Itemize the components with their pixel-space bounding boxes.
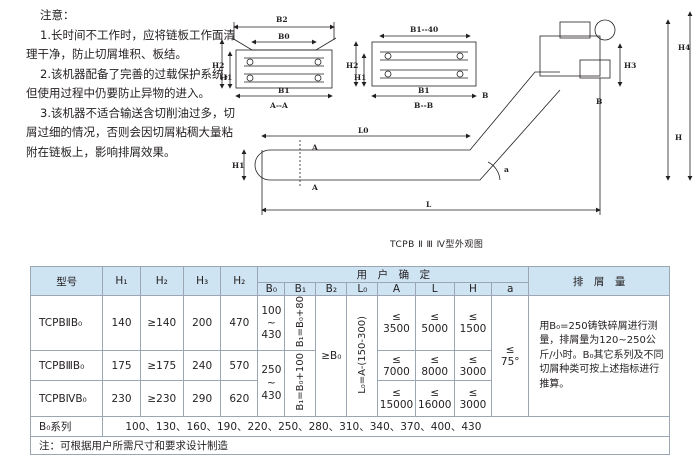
section-bb-label: B--B <box>414 101 433 110</box>
header-model: 型号 <box>29 266 104 296</box>
dim-b1-bb: B1 <box>418 86 430 95</box>
h3-cell: 290 <box>183 380 222 418</box>
l-cell: ≤ 16000 <box>414 380 455 418</box>
dim-h: H <box>675 133 682 142</box>
section-aa-label: A--A <box>269 101 288 110</box>
output-cell: 用B₀=250铸铁碎屑进行测量，排屑量为120~250公斤/小时。B₀其它系列及… <box>528 294 670 418</box>
notes-title: 注意： <box>40 8 75 22</box>
h2-cell: ≥230 <box>139 380 185 418</box>
table-row: TCPBⅢB₀ 175 ≥175 240 570 250 ~ 430 B₁=B₀… <box>29 350 670 418</box>
dim-h2-aa: H2 <box>212 61 224 70</box>
header-b2: B₂ <box>315 282 348 296</box>
dim-l: L <box>426 200 432 209</box>
h1-cell: 230 <box>102 380 141 418</box>
header-l: L <box>414 282 455 296</box>
a-cell: ≤ 7000 <box>377 350 416 382</box>
header-angle: a <box>491 282 530 296</box>
l0-formula: L₀=A-(150-300) <box>356 315 368 394</box>
conveyor-drawing: B2 B0 H2 H1 B1 A--A B1--40 H2 H1 B1 B--B… <box>212 11 693 215</box>
dim-l0: L0 <box>358 126 369 135</box>
h4-cell: 570 <box>220 350 259 382</box>
section-bb <box>353 33 477 99</box>
b1-cell-top: B₁=B₀+80 <box>284 294 317 352</box>
h1-cell: 175 <box>102 350 141 382</box>
h4-cell: 470 <box>220 294 259 352</box>
header-h3: H₃ <box>183 266 222 296</box>
section-aa <box>219 22 337 99</box>
footnote: 注：可根据用户所需尺寸和要求设计制造 <box>30 436 670 456</box>
dim-h1-bb: H1 <box>354 73 366 82</box>
h-cell: ≤ 3000 <box>453 350 493 382</box>
dim-h3: H3 <box>624 61 636 70</box>
b1-formula-bottom: B₁=B₀+100 <box>294 353 306 412</box>
header-user-defined: 用 户 确 定 <box>257 266 530 283</box>
h1-cell: 140 <box>102 294 141 352</box>
series-values: 100、130、160、190、220、250、280、310、340、370、… <box>102 416 670 438</box>
b1-formula-top: B₁=B₀+80 <box>294 296 306 348</box>
l0-cell: L₀=A-(150-300) <box>346 294 379 418</box>
spec-table: 型号 H₁ H₂ H₃ H₂ 用 户 确 定 排 屑 量 B₀ B₁ B₂ L₀… <box>29 266 670 456</box>
header-h2: H₂ <box>139 266 185 296</box>
b2-cell: ≥B₀ <box>315 294 348 418</box>
a-cell: ≤ 3500 <box>377 294 416 352</box>
a-cell: ≤ 15000 <box>377 380 416 418</box>
b0-cell-bottom: 250 ~ 430 <box>257 350 286 418</box>
dim-h1-side: H1 <box>232 161 244 170</box>
l-cell: ≤ 5000 <box>414 294 455 352</box>
b1-cell-bottom: B₁=B₀+100 <box>284 350 317 418</box>
dim-b1-aa: B1 <box>278 86 290 95</box>
header-b0: B₀ <box>257 282 286 296</box>
angle-cell: ≤ 75° <box>491 294 530 418</box>
h2-cell: ≥175 <box>139 350 185 382</box>
header-h1: H₁ <box>102 266 141 296</box>
series-label: B₀系列 <box>29 416 104 438</box>
marker-b-1: B <box>482 91 488 100</box>
h2-cell: ≥140 <box>139 294 185 352</box>
header-a: A <box>377 282 416 296</box>
dim-h1-aa: H1 <box>220 73 232 82</box>
dim-b1-40: B1--40 <box>410 25 438 34</box>
note-item-1: 1.长时间不工作时，应将链板工作面清理干净，防止切屑堆积、板结。 <box>26 27 235 62</box>
dim-b0: B0 <box>278 32 290 41</box>
dim-h2-bb: H2 <box>346 61 358 70</box>
marker-a-bottom: A <box>311 183 318 192</box>
series-row: B₀系列 100、130、160、190、220、250、280、310、340… <box>29 416 670 438</box>
model-cell: TCPBⅣB₀ <box>29 380 104 418</box>
table-row: TCPBⅣB₀ 230 ≥230 290 620 ≤ 15000 ≤ 16000… <box>29 380 670 418</box>
notes-block: 注意： 1.长时间不工作时，应将链板工作面清理干净，防止切屑堆积、板结。 2.该… <box>26 6 236 162</box>
l-cell: ≤ 8000 <box>414 350 455 382</box>
dim-h4: H4 <box>678 43 690 52</box>
footnote-row: 注：可根据用户所需尺寸和要求设计制造 <box>30 436 670 456</box>
note-item-2: 2.该机器配备了完善的过载保护系统，但使用过程中仍要防止异物的进入。 <box>26 66 235 101</box>
h-cell: ≤ 1500 <box>453 294 493 352</box>
note-item-3: 3.该机器不适合输送含切削油过多，切屑过细的情况，否则会因切屑粘稠大量粘附在链板… <box>26 105 235 159</box>
header-h4: H₂ <box>220 266 259 296</box>
marker-b-2: B <box>596 97 602 106</box>
header-l0: L₀ <box>346 282 379 296</box>
model-cell: TCPBⅡB₀ <box>29 294 104 352</box>
model-cell: TCPBⅢB₀ <box>29 350 104 382</box>
table-row: TCPBⅡB₀ 140 ≥140 200 470 100 ~ 430 B₁=B₀… <box>29 294 670 418</box>
header-output: 排 屑 量 <box>528 266 670 296</box>
h4-cell: 620 <box>220 380 259 418</box>
dim-b2: B2 <box>276 15 288 24</box>
drawing-caption: TCPB Ⅱ Ⅲ Ⅳ型外观图 <box>390 240 484 250</box>
h3-cell: 200 <box>183 294 222 352</box>
h-cell: ≤ 3000 <box>453 380 493 418</box>
marker-a-top: A <box>311 143 318 152</box>
angle-a: a <box>504 165 509 174</box>
b0-cell-top: 100 ~ 430 <box>257 294 286 352</box>
side-view <box>241 11 693 215</box>
header-b1: B₁ <box>284 282 317 296</box>
header-h: H <box>453 282 493 296</box>
h3-cell: 240 <box>183 350 222 382</box>
